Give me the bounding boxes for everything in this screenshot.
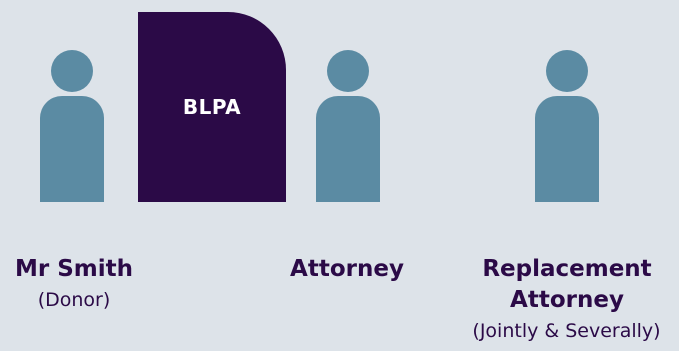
attorney-body <box>316 96 380 202</box>
donor-role: (Donor) <box>37 289 111 311</box>
replacement-role: (Jointly & Severally) <box>472 320 661 342</box>
blpa-document: BLPA <box>138 12 286 202</box>
donor-person-icon <box>40 50 104 202</box>
replacement-body <box>535 96 599 202</box>
donor-body <box>40 96 104 202</box>
donor-name: Mr Smith <box>14 256 134 282</box>
attorney-head <box>327 50 369 92</box>
attorney-name: Attorney <box>290 256 404 282</box>
replacement-head <box>546 50 588 92</box>
replacement-name-line2: Attorney <box>510 287 624 313</box>
replacement-attorney-person-icon <box>535 50 599 202</box>
attorney-person-icon <box>316 50 380 202</box>
donor-head <box>51 50 93 92</box>
document-label: BLPA <box>182 95 242 119</box>
replacement-name-line1: Replacement <box>482 256 652 282</box>
